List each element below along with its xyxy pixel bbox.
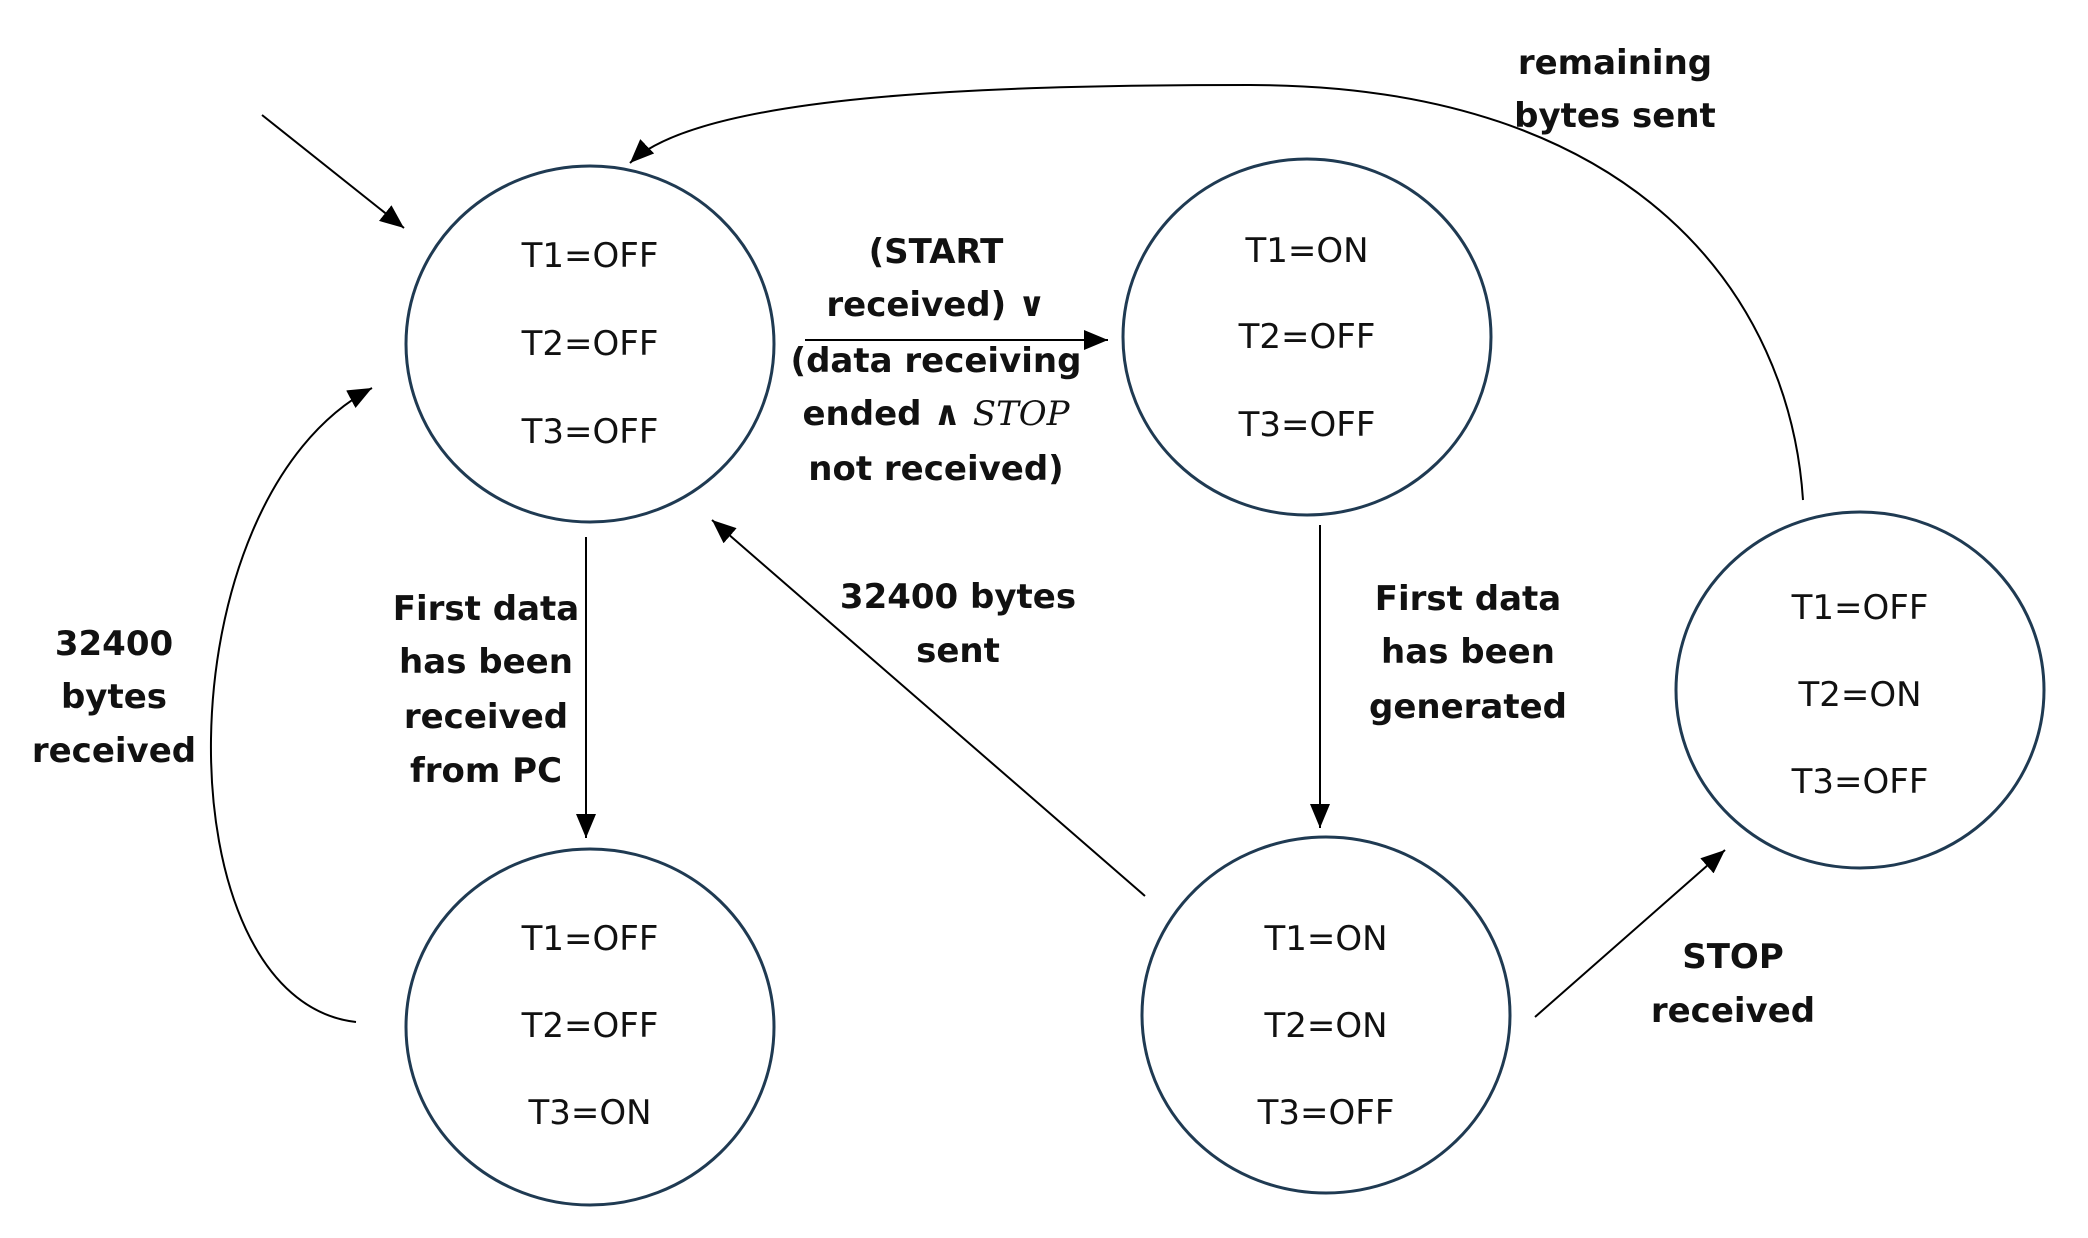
- label-received-line2: bytes: [61, 677, 167, 717]
- label-sent-line2: sent: [916, 631, 1000, 671]
- edge-stop-received: [1534, 849, 1726, 1018]
- label-start-line5: not received): [808, 449, 1063, 489]
- state-idle-t1: T1=OFF: [521, 236, 659, 276]
- label-stop-received: STOP received: [1651, 937, 1815, 1031]
- label-remaining-bytes-sent: remaining bytes sent: [1514, 43, 1716, 136]
- label-first-pc-line2: has been: [399, 642, 573, 682]
- label-first-pc-line3: received: [404, 697, 568, 737]
- label-remaining-line1: remaining: [1518, 43, 1712, 83]
- state-t3-on-t1: T1=OFF: [521, 919, 659, 959]
- label-start-line3: (data receiving: [791, 341, 1082, 381]
- label-32400-bytes-sent: 32400 bytes sent: [840, 577, 1076, 671]
- edge-32400-bytes-sent: [711, 519, 1146, 897]
- label-stop-line2: received: [1651, 991, 1815, 1031]
- state-idle-t3: T3=OFF: [521, 412, 659, 452]
- state-idle: T1=OFF T2=OFF T3=OFF: [404, 164, 776, 524]
- state-t3-on-t2: T2=OFF: [521, 1006, 659, 1046]
- state-t2-on-t3: T3=OFF: [1791, 762, 1929, 802]
- label-received-line3: received: [32, 731, 196, 771]
- state-t1-on: T1=ON T2=OFF T3=OFF: [1121, 157, 1493, 517]
- state-t2-on-t2: T2=ON: [1797, 675, 1921, 715]
- label-stop-line1: STOP: [1682, 937, 1784, 977]
- label-start-line2: received) ∨: [826, 285, 1045, 325]
- label-start-line1: (START: [869, 232, 1005, 272]
- label-received-line1: 32400: [55, 624, 173, 664]
- state-t1-t2-on-t1: T1=ON: [1263, 919, 1387, 959]
- label-first-pc-line4: from PC: [410, 751, 562, 791]
- state-t3-on-t3: T3=ON: [527, 1093, 651, 1133]
- state-t1-on-t1: T1=ON: [1244, 231, 1368, 271]
- state-t1-on-t2: T2=OFF: [1238, 317, 1376, 357]
- label-sent-line1: 32400 bytes: [840, 577, 1076, 617]
- label-first-gen-line3: generated: [1369, 687, 1567, 727]
- label-start-line4-stop: STOP: [973, 394, 1071, 434]
- label-start-received: (START received) ∨ (data receiving ended…: [791, 232, 1082, 489]
- state-t1-t2-on: T1=ON T2=ON T3=OFF: [1140, 835, 1512, 1195]
- label-remaining-line2: bytes sent: [1514, 96, 1716, 136]
- label-first-gen-line1: First data: [1375, 579, 1561, 619]
- label-first-gen-line2: has been: [1381, 632, 1555, 672]
- state-t1-on-t3: T3=OFF: [1238, 405, 1376, 445]
- label-first-pc-line1: First data: [393, 589, 579, 629]
- edge-remaining-bytes-sent: [629, 83, 1804, 501]
- state-t1-t2-on-t3: T3=OFF: [1257, 1093, 1395, 1133]
- label-first-data-received: First data has been received from PC: [393, 589, 579, 791]
- initial-arrow: [261, 114, 405, 229]
- label-32400-bytes-received: 32400 bytes received: [32, 624, 196, 771]
- state-t3-on: T1=OFF T2=OFF T3=ON: [404, 847, 776, 1207]
- state-t1-t2-on-t2: T2=ON: [1263, 1006, 1387, 1046]
- state-t2-on: T1=OFF T2=ON T3=OFF: [1674, 510, 2046, 870]
- state-t2-on-t1: T1=OFF: [1791, 588, 1929, 628]
- state-idle-t2: T2=OFF: [521, 324, 659, 364]
- label-start-line4-pre: ended ∧: [802, 394, 972, 434]
- edge-32400-bytes-received: [209, 387, 373, 1023]
- label-first-data-generated: First data has been generated: [1369, 579, 1567, 727]
- label-start-line4: ended ∧ STOP: [802, 394, 1070, 434]
